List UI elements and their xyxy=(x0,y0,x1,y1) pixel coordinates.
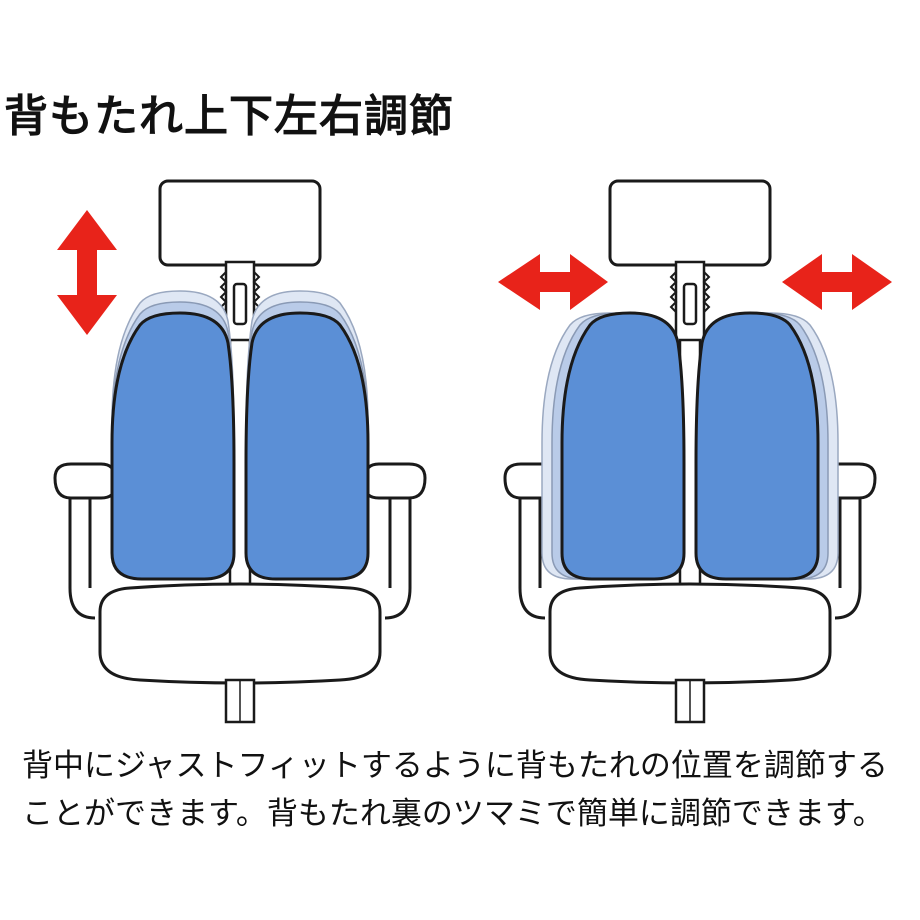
description-text: 背中にジャストフィットするように背もたれの位置を調節する ことができます。背もた… xyxy=(22,742,920,838)
right-back-cushion xyxy=(694,311,820,581)
up-down-arrow-icon xyxy=(57,210,117,335)
right-back-cushion xyxy=(244,311,370,581)
left-right-arrow-icon xyxy=(498,254,608,310)
description-line-1: 背中にジャストフィットするように背もたれの位置を調節する xyxy=(22,748,888,784)
page-title: 背もたれ上下左右調節 xyxy=(4,91,454,142)
chair-vertical-adjust xyxy=(53,179,427,724)
left-right-arrow-icon xyxy=(782,254,892,310)
chair-adjustment-diagram xyxy=(53,179,892,724)
description-line-2: ことができます。背もたれ裏のツマミで簡単に調節できます。 xyxy=(22,796,884,832)
left-back-cushion xyxy=(110,311,236,581)
left-back-cushion xyxy=(560,311,686,581)
